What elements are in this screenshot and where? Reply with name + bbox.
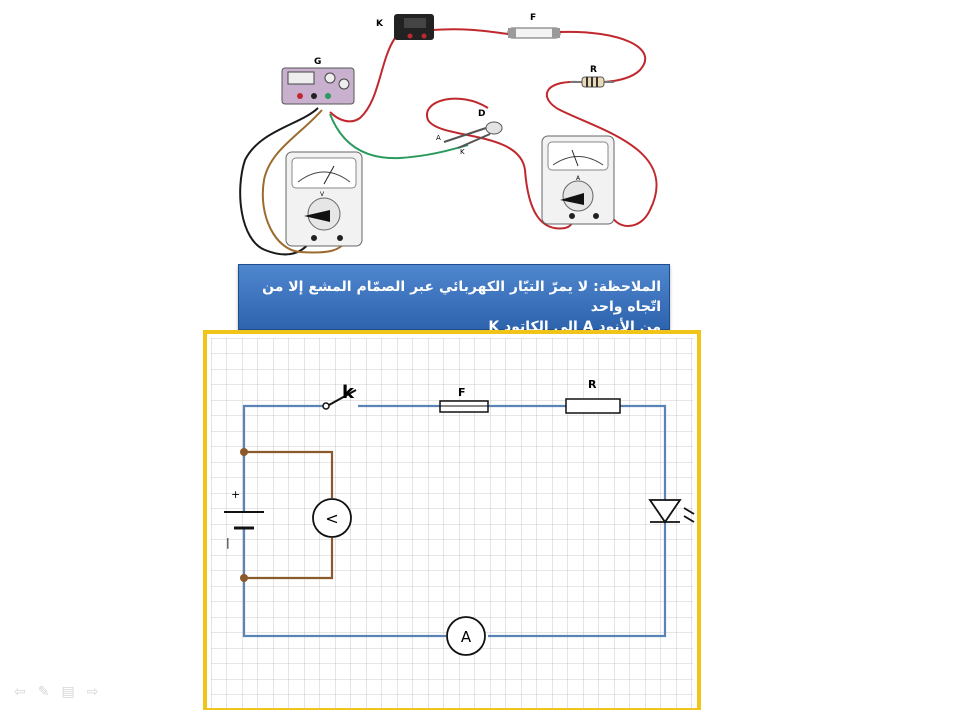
pen-icon[interactable]: ✎ [37,684,50,700]
next-slide-icon[interactable]: ⇨ [86,684,99,700]
grid-paper [211,338,693,710]
photo-generator [281,67,355,105]
photo-diode [443,121,503,149]
voltmeter-label: < [325,509,338,528]
green-wire [329,113,469,160]
menu-icon[interactable]: ▤ [61,684,75,700]
photo-ammeter-symbol: A [576,175,581,182]
photo-generator-label: G [314,57,321,67]
main-circuit-wire [242,404,667,638]
ammeter-symbol [446,616,486,656]
photo-resistor [570,76,614,88]
note-banner: الملاحظة: لا يمرّ التيّار الكهربائي عبر … [238,264,670,335]
brown-wire [261,109,346,254]
switch-label: k [342,382,355,403]
photo-resistor-label: R [590,65,597,75]
black-wire [239,107,319,256]
junction-dot-top [240,448,248,456]
note-line-1: الملاحظة: لا يمرّ التيّار الكهربائي عبر … [262,279,661,315]
photo-fuse [507,27,561,39]
photo-switch-label: K [376,19,384,29]
photo-voltmeter [285,151,363,247]
circuit-schematic: + | k F R < A [203,330,701,710]
red-wire [329,37,396,123]
photo-voltmeter-symbol: V [320,191,325,198]
resistor-symbol [565,398,621,414]
prev-slide-icon[interactable]: ⇦ [14,684,26,700]
battery-minus-label: | [226,536,230,549]
photo-fuse-label: F [530,13,536,23]
circuit-photo-illustration: K F R G D A K [239,13,658,256]
red-wire-resistor-ammeter [545,80,658,227]
junction-dot-bottom [240,574,248,582]
red-wire-switch-fuse [431,28,509,35]
voltmeter-branch-wire [244,450,334,580]
led-symbol [648,499,695,524]
fuse-label: F [458,386,466,399]
resistor-label: R [588,378,597,391]
battery-symbol [224,511,264,530]
photo-anode-label: A [436,134,441,142]
battery-plus-label: + [231,488,240,501]
ammeter-label: A [461,628,472,646]
photo-cathode-label: K [460,148,465,156]
fuse-symbol [439,400,489,413]
photo-diode-label: D [478,109,485,119]
voltmeter-symbol [312,498,352,538]
photo-switch [394,14,434,40]
switch-symbol [322,389,357,410]
photo-ammeter [541,135,615,225]
red-wire-fuse-resistor [559,30,647,83]
slide-navigation: ⇦ ✎ ▤ ⇨ [14,684,98,700]
red-wire-diode-ammeter [425,97,574,230]
